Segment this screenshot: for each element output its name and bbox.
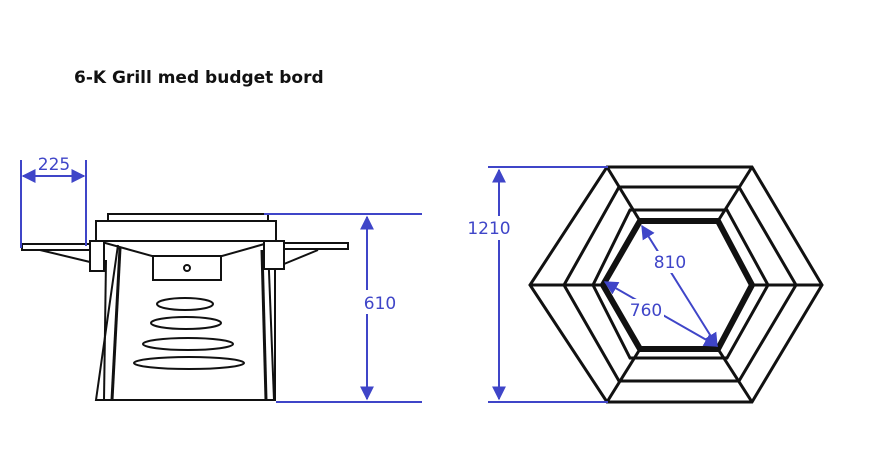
page-title: 6-K Grill med budget bord	[74, 68, 324, 88]
left-bracket	[89, 240, 105, 272]
left-side-table	[21, 243, 91, 251]
left-table-support	[39, 249, 91, 263]
vent-slot	[133, 356, 245, 370]
grill-rim	[95, 220, 277, 242]
grill-side-view	[21, 213, 349, 401]
hexagon-inner	[599, 218, 756, 352]
hexagon-ring-3	[591, 208, 770, 360]
right-bracket	[263, 240, 285, 270]
vent-slot	[156, 297, 214, 311]
right-table-support	[283, 249, 319, 265]
dimension-line-810	[641, 224, 718, 348]
dimension-label-225: 225	[38, 155, 70, 175]
drawer-handle	[183, 264, 191, 272]
ash-drawer	[152, 255, 222, 281]
dimension-label-760: 760	[630, 301, 662, 321]
grill-top-view	[528, 165, 824, 404]
vent-slot	[150, 316, 222, 330]
right-side-table	[283, 242, 349, 250]
dimension-label-1210: 1210	[467, 219, 510, 239]
vent-slot	[142, 337, 234, 351]
dimension-label-810: 810	[654, 253, 686, 273]
grill-lid	[107, 213, 269, 222]
dimension-label-610: 610	[364, 294, 396, 314]
